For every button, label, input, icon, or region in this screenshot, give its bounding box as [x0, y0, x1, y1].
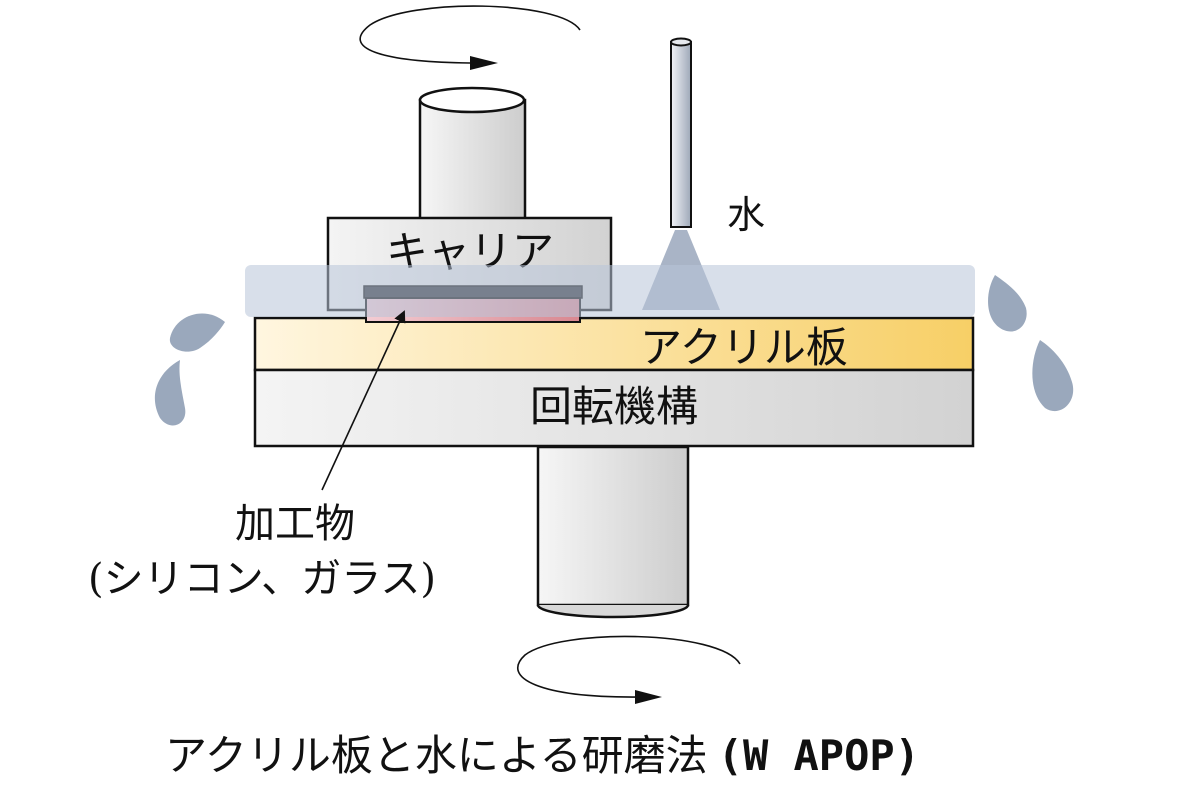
upper-shaft [418, 86, 527, 222]
water-film [245, 265, 975, 317]
droplet-left-lower [154, 360, 186, 426]
droplet-right-upper [988, 275, 1027, 332]
lower-shaft [536, 445, 690, 619]
water-label: 水 [727, 193, 765, 237]
workpiece-pointer [321, 310, 406, 491]
caption-abbr: (W APOP) [718, 731, 920, 780]
top-rotation-arrow [359, 5, 581, 70]
droplet-left-upper [169, 313, 225, 352]
caption: アクリル板と水による研磨法(W APOP) [165, 731, 920, 780]
bottom-rotation-arrow [517, 635, 741, 704]
droplet-right-lower [1032, 340, 1074, 412]
workpiece-label: 加工物 [235, 501, 355, 547]
caption-main: アクリル板と水による研磨法 [165, 731, 708, 780]
rotation-mechanism: 回転機構 [253, 368, 975, 448]
workpiece-detail-label: (シリコン、ガラス) [88, 556, 436, 602]
acrylic-plate: アクリル板 [253, 316, 975, 372]
water-droplets [154, 275, 1074, 426]
acrylic-plate-label: アクリル板 [640, 323, 848, 372]
rotation-mechanism-label: 回転機構 [530, 382, 698, 431]
